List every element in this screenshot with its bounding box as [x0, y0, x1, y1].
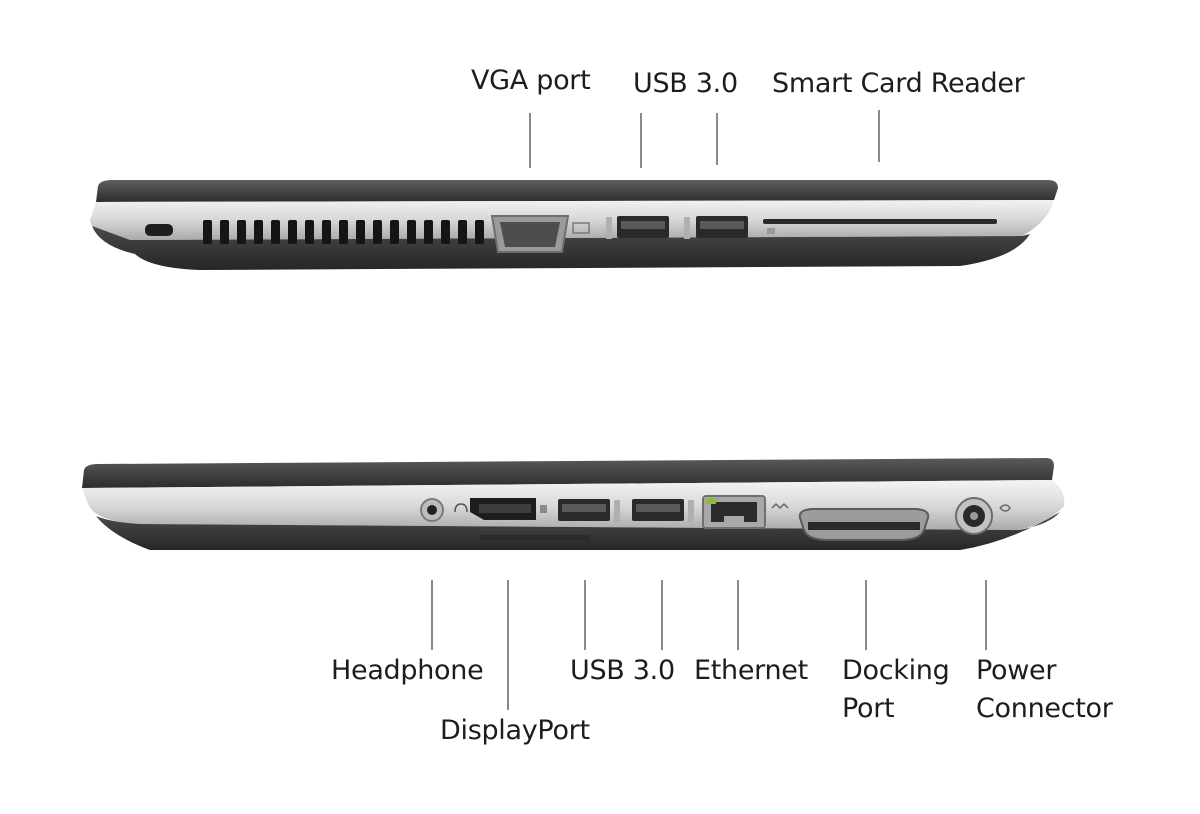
leader-usb-4 [661, 580, 663, 650]
usb-port-icon [684, 216, 748, 239]
displayport-icon [470, 498, 536, 520]
power-connector-icon [955, 497, 1011, 535]
leader-headphone [431, 580, 433, 650]
docking-port-icon [798, 508, 930, 541]
label-smart-card-reader: Smart Card Reader [772, 68, 1025, 99]
leader-ethernet [737, 580, 739, 650]
lock-slot-icon [145, 224, 173, 236]
usb-port-icon [606, 216, 669, 239]
ethernet-port-icon [702, 495, 766, 529]
label-displayport: DisplayPort [440, 715, 590, 746]
leader-smartcard [878, 110, 880, 162]
label-usb-top: USB 3.0 [633, 68, 738, 99]
leader-usb-1 [640, 113, 642, 168]
label-vga-port: VGA port [471, 65, 591, 96]
leader-vga [529, 113, 531, 168]
leader-docking [865, 580, 867, 650]
headphone-jack-icon [420, 498, 468, 522]
vent-grille [203, 220, 484, 244]
laptop-left-side [90, 180, 1058, 270]
label-power-line1: Power [976, 655, 1057, 686]
leader-usb-2 [716, 113, 718, 165]
laptop-right-side [82, 458, 1065, 550]
label-headphone: Headphone [331, 655, 484, 686]
smart-card-slot-icon [763, 219, 997, 224]
usb-port-icon [558, 499, 620, 522]
usb-port-icon [632, 499, 694, 522]
vga-port-icon [490, 215, 570, 253]
label-docking-line2: Port [842, 693, 895, 724]
leader-power [985, 580, 987, 650]
leader-displayport [507, 580, 509, 710]
label-docking-line1: Docking [842, 655, 950, 686]
label-ethernet: Ethernet [694, 655, 808, 686]
leader-usb-3 [584, 580, 586, 650]
label-power-line2: Connector [976, 693, 1113, 724]
label-usb-bottom: USB 3.0 [570, 655, 675, 686]
